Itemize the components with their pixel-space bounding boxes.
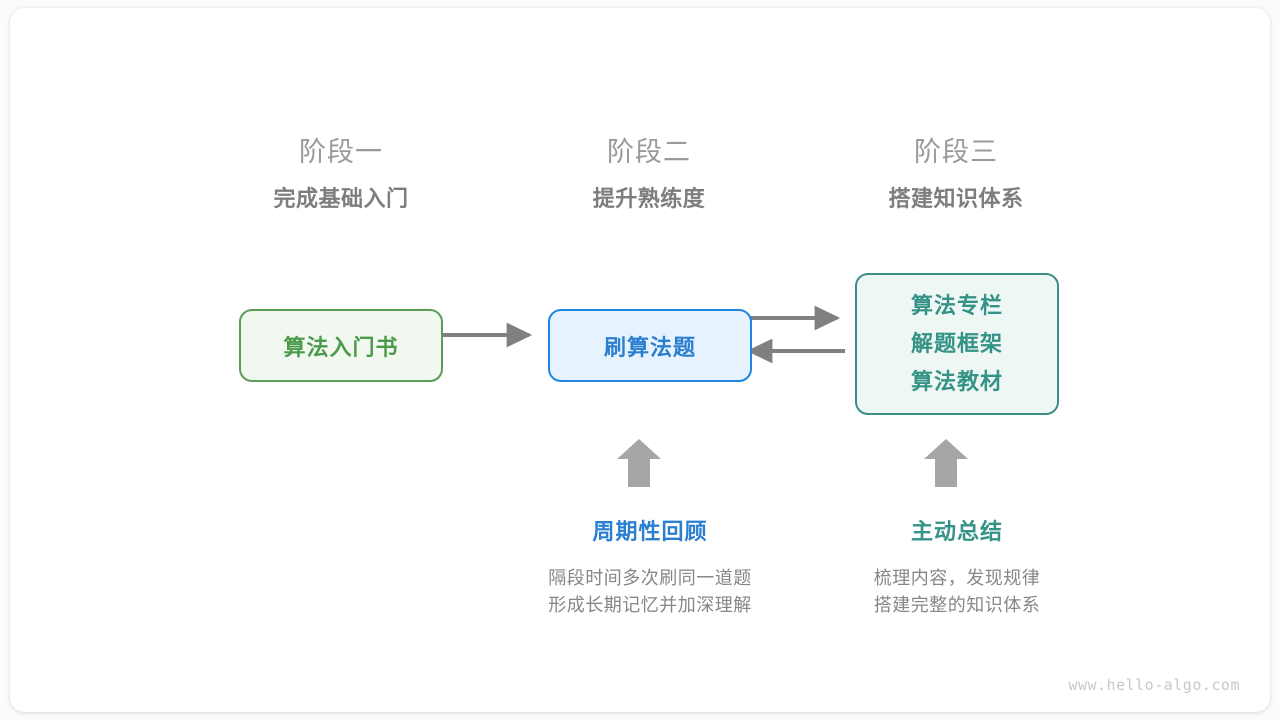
up-arrow-review-shape [617,439,661,487]
stage-title-2: 提升熟练度 [592,186,706,211]
node-resources[interactable]: 算法专栏 解题框架 算法教材 [855,273,1059,415]
diagram-canvas: 阶段一 完成基础入门 阶段二 提升熟练度 阶段三 搭建知识体系 [10,8,1270,712]
stage-number-3: 阶段三 [914,137,998,167]
stage-header-2: 阶段二 提升熟练度 [529,135,769,214]
stage-number-1: 阶段一 [299,137,383,167]
note-active-summary-title: 主动总结 [910,519,1003,544]
stage-header-1: 阶段一 完成基础入门 [221,135,461,214]
note-periodic-review-title: 周期性回顾 [592,519,708,544]
stage-number-2: 阶段二 [607,137,691,167]
node-practice-problems-label: 刷算法题 [603,334,696,360]
node-intro-book[interactable]: 算法入门书 [239,309,443,382]
note-periodic-review-desc-line-1: 隔段时间多次刷同一道题 [548,568,752,588]
note-periodic-review: 周期性回顾 隔段时间多次刷同一道题 形成长期记忆并加深理解 [500,517,800,619]
note-periodic-review-desc-line-2: 形成长期记忆并加深理解 [548,595,752,615]
note-active-summary: 主动总结 梳理内容，发现规律 搭建完整的知识体系 [807,517,1107,619]
stage-title-1: 完成基础入门 [273,186,409,211]
note-active-summary-desc: 梳理内容，发现规律 搭建完整的知识体系 [807,565,1107,619]
node-practice-problems[interactable]: 刷算法题 [548,309,752,382]
node-resources-line-2: 解题框架 [910,331,1003,356]
note-active-summary-desc-line-2: 搭建完整的知识体系 [873,595,1041,615]
up-arrow-summary-shape [924,439,968,487]
up-arrow-review-icon [627,440,651,487]
watermark: www.hello-algo.com [1068,676,1240,694]
node-intro-book-label: 算法入门书 [283,334,399,360]
node-resources-line-3: 算法教材 [910,369,1003,394]
stage-header-3: 阶段三 搭建知识体系 [836,135,1076,214]
note-active-summary-desc-line-1: 梳理内容，发现规律 [873,568,1041,588]
note-periodic-review-desc: 隔段时间多次刷同一道题 形成长期记忆并加深理解 [500,565,800,619]
node-resources-line-1: 算法专栏 [910,293,1003,318]
stage-title-3: 搭建知识体系 [888,186,1024,211]
